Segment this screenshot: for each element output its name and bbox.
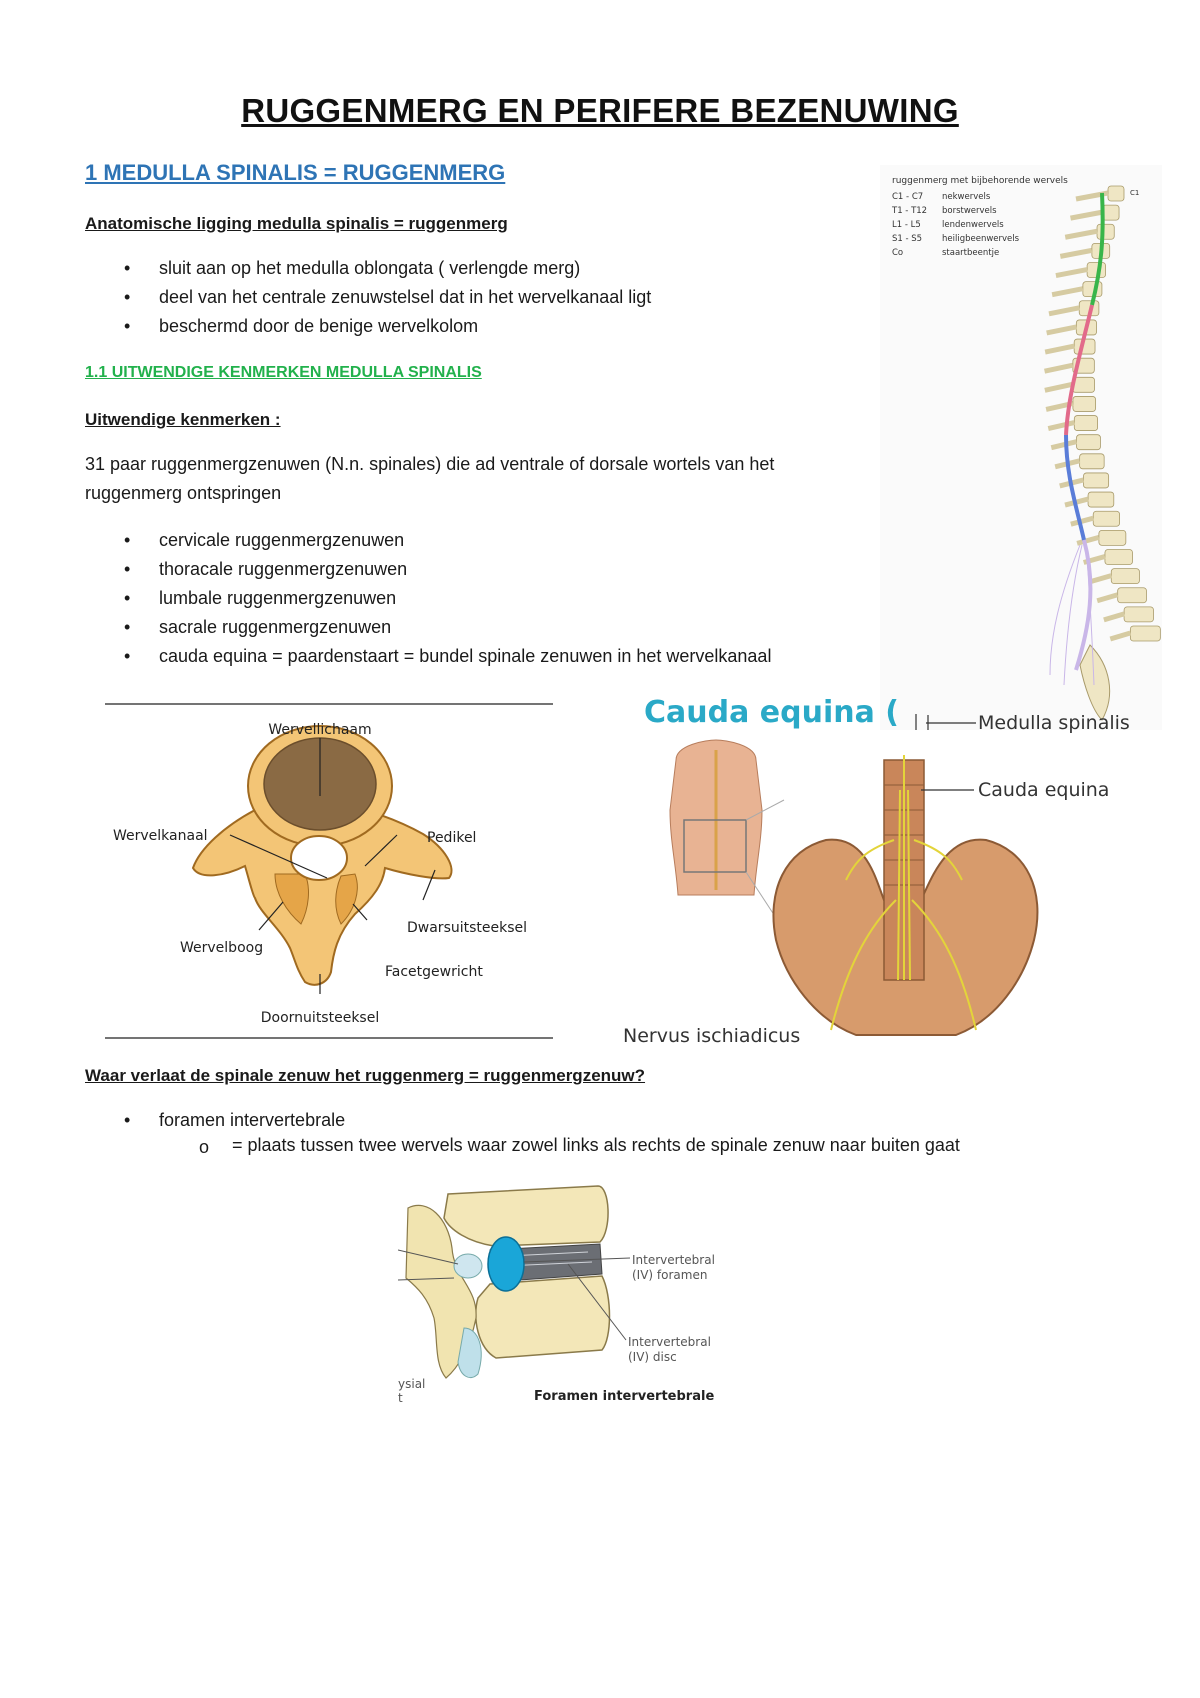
- foramen-caption: Foramen intervertebrale: [534, 1389, 714, 1404]
- spinous-process: [1070, 209, 1103, 221]
- spinous-process: [1109, 630, 1132, 642]
- list-item: cervicale ruggenmergzenuwen: [85, 526, 771, 555]
- spine-range: T1 - T12: [891, 206, 927, 216]
- vertebra-figure: Wervellichaam Wervelkanaal Pedikel Dwars…: [105, 698, 555, 1043]
- label-doornuitsteeksel: Doornuitsteeksel: [261, 1010, 379, 1026]
- vertebra-block: [1083, 472, 1110, 489]
- spinous-process: [1047, 420, 1075, 432]
- spine-marker: C1: [1130, 189, 1139, 197]
- label-cut-1: ysial: [398, 1377, 425, 1391]
- subheading-spinale-zenuw: Waar verlaat de spinale zenuw het ruggen…: [85, 1066, 646, 1085]
- vertebra-block: [1079, 453, 1105, 470]
- spine-figure: ruggenmerg met bijbehorende wervels C1 -…: [880, 165, 1162, 730]
- label-wervelboog: Wervelboog: [180, 940, 263, 956]
- spine-illustration: ruggenmerg met bijbehorende wervels C1 -…: [880, 165, 1162, 730]
- list-item: cauda equina = paardenstaart = bundel sp…: [85, 642, 771, 671]
- label-dwarsuitsteeksel: Dwarsuitsteeksel: [407, 920, 527, 936]
- subheading-kenmerken: Uitwendige kenmerken :: [85, 410, 281, 429]
- label-cut-2: t: [398, 1391, 403, 1404]
- bullet-list-zenuwen: cervicale ruggenmergzenuwen thoracale ru…: [85, 526, 771, 671]
- spinous-process: [1048, 305, 1080, 317]
- vertebra-block: [1110, 568, 1140, 585]
- spinous-process: [1051, 286, 1084, 298]
- cauda-title: Cauda equina (: [644, 695, 899, 730]
- page-title: RUGGENMERG EN PERIFERE BEZENUWING: [241, 92, 959, 129]
- label-facetgewricht: Facetgewricht: [385, 964, 483, 980]
- spinous-process: [1046, 324, 1077, 336]
- list-item: sluit aan op het medulla oblongata ( ver…: [85, 254, 651, 283]
- spine-region: nekwervels: [942, 192, 991, 202]
- spine-range: L1 - L5: [892, 220, 921, 230]
- subheading-ligging: Anatomische ligging medulla spinalis = r…: [85, 214, 508, 233]
- vertebra-block: [1087, 491, 1115, 508]
- vertebra-block: [1117, 587, 1147, 604]
- spine-region: lendenwervels: [942, 220, 1004, 230]
- vertebra-block: [1129, 625, 1161, 642]
- spinous-process: [1103, 611, 1125, 623]
- spinous-process: [1070, 515, 1094, 527]
- spinous-process: [1044, 381, 1073, 393]
- subbullet-text: = plaats tussen twee wervels waar zowel …: [232, 1135, 960, 1155]
- spinous-process: [1096, 592, 1119, 604]
- foramen-figure: Intervertebral (IV) foramen Intervertebr…: [397, 1178, 748, 1405]
- vertebra-block: [1072, 396, 1097, 412]
- spine-region: heiligbeenwervels: [942, 234, 1020, 244]
- spinous-process: [1064, 228, 1098, 240]
- label-iv-disc-line1: Intervertebral: [628, 1335, 711, 1349]
- label-pedikel: Pedikel: [427, 830, 476, 846]
- label-medulla-spinalis: Medulla spinalis: [978, 712, 1130, 734]
- list-item: thoracale ruggenmergzenuwen: [85, 555, 771, 584]
- paragraph-ruggenmergzenuwen: 31 paar ruggenmergzenuwen (N.n. spinales…: [85, 454, 775, 503]
- spinous-process: [1050, 439, 1078, 451]
- list-item: deel van het centrale zenuwstelsel dat i…: [85, 283, 651, 312]
- vertebra-block: [1073, 415, 1098, 431]
- label-wervellichaam: Wervellichaam: [268, 722, 371, 738]
- vertebra-block: [1123, 606, 1154, 623]
- label-iv-foramen-line1: Intervertebral: [632, 1253, 715, 1267]
- vertebra-block: [1096, 223, 1115, 240]
- label-nervus-ischiadicus: Nervus ischiadicus: [623, 1025, 800, 1047]
- cauda-equina-figure: Cauda equina (: [616, 690, 1156, 1052]
- list-item: beschermd door de benige wervelkolom: [85, 312, 651, 341]
- spine-region: staartbeentje: [942, 248, 999, 258]
- vertebra-block: [1092, 510, 1120, 527]
- vertebra-illustration: Wervellichaam Wervelkanaal Pedikel Dwars…: [105, 703, 553, 1039]
- label-iv-disc-line2: (IV) disc: [628, 1350, 677, 1364]
- vertebra-block: [1076, 434, 1101, 451]
- spinous-process: [1044, 343, 1075, 355]
- vertebra-block: [1102, 204, 1120, 221]
- vertebra-block: [1082, 281, 1103, 298]
- section-heading-medulla: 1 MEDULLA SPINALIS = RUGGENMERG: [85, 160, 506, 185]
- cauda-equina-illustration: Cauda equina (: [623, 695, 1130, 1047]
- spine-header: ruggenmerg met bijbehorende wervels: [892, 176, 1068, 186]
- spinous-process: [1044, 362, 1074, 374]
- sacrum: [1079, 644, 1111, 721]
- spine-range: C1 - C7: [892, 192, 923, 202]
- spinous-process: [1076, 534, 1100, 546]
- bullet-list-ligging: sluit aan op het medulla oblongata ( ver…: [85, 254, 651, 341]
- label-iv-foramen-line2: (IV) foramen: [632, 1268, 707, 1282]
- vertebra-block: [1098, 529, 1127, 546]
- spinous-process: [1089, 573, 1112, 585]
- section-heading-uitwendig: 1.1 UITWENDIGE KENMERKEN MEDULLA SPINALI…: [85, 364, 482, 381]
- list-item: lumbale ruggenmergzenuwen: [85, 584, 771, 613]
- bullet-list-foramen: foramen intervertebrale: [85, 1106, 345, 1135]
- vertebra-block: [1107, 185, 1125, 202]
- spine-range: S1 - S5: [892, 234, 922, 244]
- label-cauda-equina: Cauda equina: [978, 779, 1109, 801]
- spinous-process: [1055, 267, 1088, 278]
- foramen-illustration: Intervertebral (IV) foramen Intervertebr…: [397, 1185, 715, 1405]
- subbullet-marker: o: [199, 1137, 210, 1157]
- list-item: sacrale ruggenmergzenuwen: [85, 613, 771, 642]
- spinous-process: [1059, 247, 1093, 259]
- list-item: foramen intervertebrale: [85, 1106, 345, 1135]
- spine-range: Co: [892, 248, 903, 258]
- vertebra-block: [1104, 549, 1133, 565]
- label-wervelkanaal: Wervelkanaal: [113, 828, 208, 844]
- spine-region: borstwervels: [942, 206, 997, 216]
